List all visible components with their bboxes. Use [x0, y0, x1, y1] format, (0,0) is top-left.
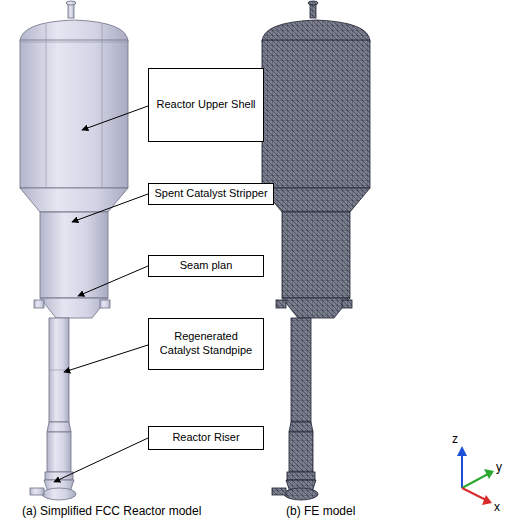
- seam-lines: [20, 24, 128, 370]
- axis-label: z: [452, 432, 458, 446]
- figure-caption: (b) FE model: [286, 504, 355, 518]
- axis-triad: [457, 446, 494, 505]
- callout-label: Reactor Riser: [172, 431, 239, 445]
- figure-caption: (a) Simplified FCC Reactor model: [22, 504, 201, 518]
- axis-label: x: [494, 500, 500, 514]
- fe-mesh-model: [262, 1, 370, 500]
- leader-arrows: [54, 106, 148, 482]
- callout-box: Reactor Riser: [148, 426, 264, 450]
- callout-label: Spent Catalyst Stripper: [154, 187, 267, 201]
- callout-box: Regenerated Catalyst Standpipe: [148, 318, 264, 370]
- callout-label: Seam plan: [180, 259, 233, 273]
- callout-box: Reactor Upper Shell: [148, 68, 264, 142]
- callout-box: Seam plan: [148, 255, 264, 277]
- callout-label: Reactor Upper Shell: [156, 98, 255, 112]
- callout-box: Spent Catalyst Stripper: [148, 183, 274, 205]
- callout-label: Regenerated Catalyst Standpipe: [154, 330, 258, 358]
- axis-label: y: [496, 460, 502, 474]
- reactor-model: [20, 1, 128, 500]
